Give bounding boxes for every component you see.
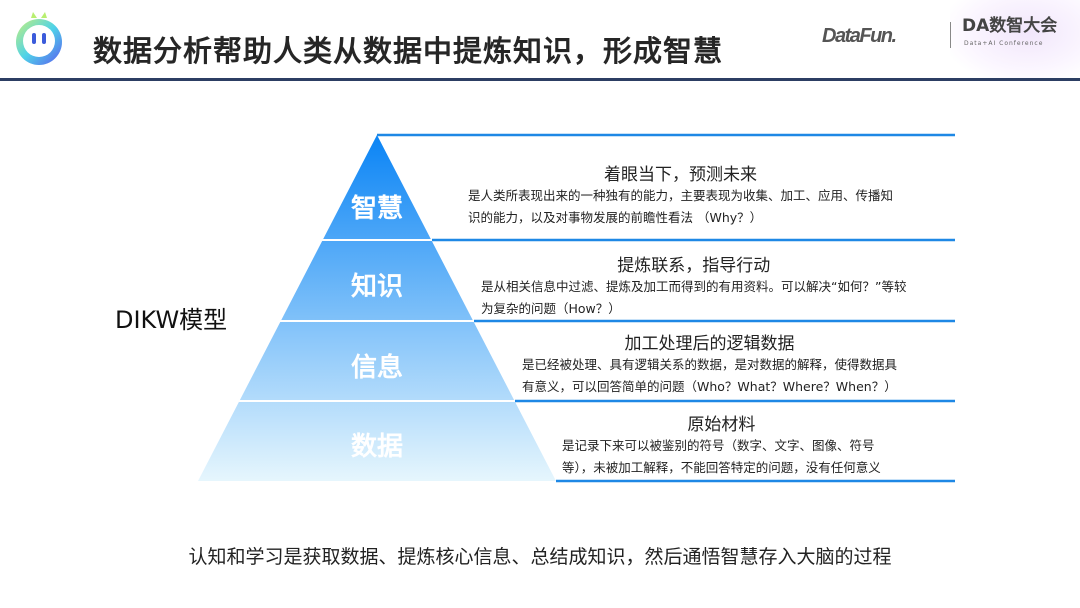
level-desc-line: 为复杂的问题（How？） <box>481 301 621 316</box>
pyramid-shape <box>198 135 556 481</box>
app-logo-icon <box>16 12 62 65</box>
level-block-data: 原始材料 是记录下来可以被鉴别的符号（数字、文字、图像、符号 等），未被加工解释… <box>562 410 881 479</box>
level-heading: 提炼联系，指导行动 <box>617 256 771 276</box>
level-desc-line: 是记录下来可以被鉴别的符号（数字、文字、图像、符号 <box>562 438 875 453</box>
logo-separator <box>950 22 951 48</box>
datafun-logo: DataFun. <box>822 25 897 47</box>
level-label-wisdom: 智慧 <box>350 194 403 224</box>
footer-caption: 认知和学习是获取数据、提炼核心信息、总结成知识，然后通悟智慧存入大脑的过程 <box>188 546 892 568</box>
level-desc-line: 是已经被处理、具有逻辑关系的数据，是对数据的解释，使得数据具 <box>522 357 898 372</box>
model-label: DIKW模型 <box>115 306 228 334</box>
da-conference-subtitle: Data+AI Conference <box>964 40 1044 47</box>
level-block-information: 加工处理后的逻辑数据 是已经被处理、具有逻辑关系的数据，是对数据的解释，使得数据… <box>522 329 897 398</box>
da-conference-logo: DA数智大会 <box>962 16 1058 36</box>
level-label-data: 数据 <box>350 432 403 462</box>
level-block-wisdom: 着眼当下，预测未来 是人类所表现出来的一种独有的能力，主要表现为收集、加工、应用… <box>468 160 893 229</box>
header-glow <box>950 0 1080 80</box>
level-label-knowledge: 知识 <box>350 272 403 302</box>
level-heading: 原始材料 <box>687 415 756 435</box>
header-divider <box>0 78 1080 81</box>
level-label-information: 信息 <box>350 353 403 383</box>
level-desc-line: 是人类所表现出来的一种独有的能力，主要表现为收集、加工、应用、传播知 <box>468 188 894 203</box>
level-desc-line: 等），未被加工解释，不能回答特定的问题，没有任何意义 <box>562 460 881 475</box>
level-block-knowledge: 提炼联系，指导行动 是从相关信息中过滤、提炼及加工而得到的有用资料。可以解决“如… <box>481 251 906 320</box>
page-title: 数据分析帮助人类从数据中提炼知识，形成智慧 <box>93 34 724 68</box>
level-desc-line: 识的能力，以及对事物发展的前瞻性看法 （Why？） <box>468 210 763 225</box>
level-heading: 加工处理后的逻辑数据 <box>624 334 795 354</box>
level-desc-line: 是从相关信息中过滤、提炼及加工而得到的有用资料。可以解决“如何？”等较 <box>481 279 907 294</box>
level-desc-line: 有意义，可以回答简单的问题（Who？What？Where？When？） <box>522 379 897 394</box>
level-heading: 着眼当下，预测未来 <box>604 165 757 185</box>
